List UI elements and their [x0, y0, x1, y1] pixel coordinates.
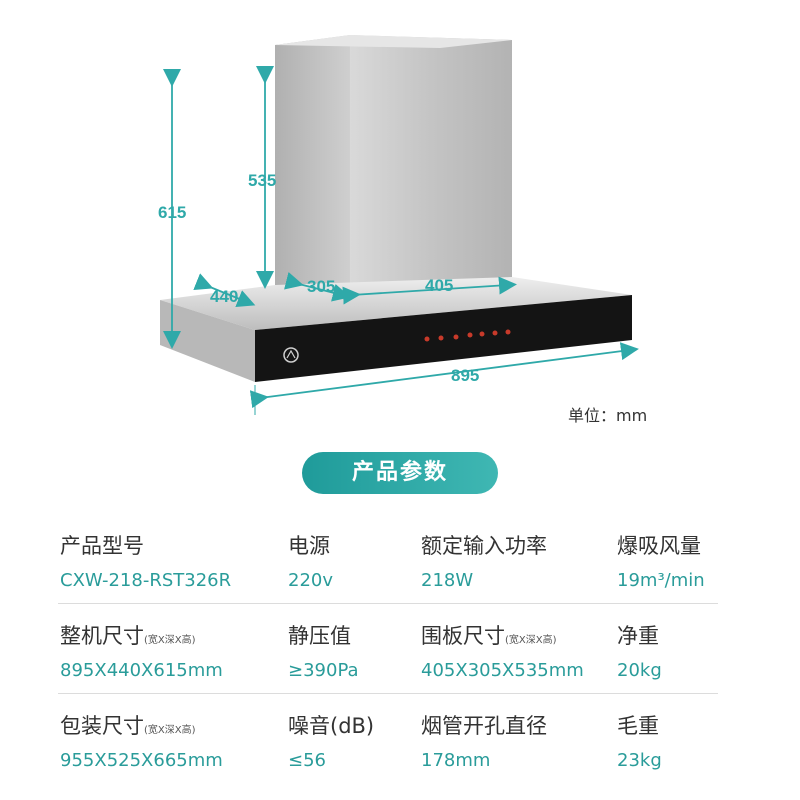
divider: [58, 603, 718, 604]
divider: [58, 693, 718, 694]
param-value: ≤56: [288, 750, 326, 771]
param-net-weight: 净重 20kg: [617, 620, 662, 681]
dim-chimney-depth: 305: [307, 277, 336, 296]
param-label: 整机尺寸: [60, 624, 144, 648]
param-noise: 噪音(dB) ≤56: [288, 710, 374, 771]
dim-height-total: 615: [158, 203, 187, 222]
param-value: 218W: [421, 570, 474, 591]
param-value: 405X305X535mm: [421, 660, 584, 681]
param-label: 噪音(dB): [288, 714, 375, 738]
dim-chimney-width: 405: [425, 276, 454, 295]
param-value: 955X525X665mm: [60, 750, 223, 771]
param-label: 电源: [288, 534, 330, 558]
param-sub: (宽X深X高): [505, 635, 557, 646]
param-value: 19m³/min: [617, 570, 705, 591]
param-label: 围板尺寸: [421, 624, 505, 648]
section-title: 产品参数: [302, 452, 498, 494]
param-value: 178mm: [421, 750, 491, 771]
param-sub: (宽X深X高): [144, 725, 196, 736]
param-gross-weight: 毛重 23kg: [617, 710, 662, 771]
dim-chimney-height: 535: [248, 171, 277, 190]
range-hood-illustration: [160, 35, 639, 415]
param-label: 包装尺寸: [60, 714, 144, 738]
arrow-440: [193, 273, 256, 307]
param-label: 爆吸风量: [617, 534, 701, 558]
param-panel-size: 围板尺寸(宽X深X高) 405X305X535mm: [421, 620, 584, 681]
hood-side: [160, 300, 255, 382]
param-label: 毛重: [617, 714, 659, 738]
param-air-volume: 爆吸风量 19m³/min: [617, 530, 705, 591]
param-label: 烟管开孔直径: [421, 714, 547, 738]
chimney-front: [350, 35, 512, 305]
param-value: 220v: [288, 570, 334, 591]
arrow-305: [284, 272, 351, 302]
range-hood-diagram: 615 535 440 305 405 895: [158, 35, 639, 415]
param-sub: (宽X深X高): [144, 635, 196, 646]
dim-width: 895: [451, 366, 480, 385]
param-power-supply: 电源 220v: [288, 530, 333, 591]
param-label: 产品型号: [60, 534, 144, 558]
unit-label: 单位：mm: [568, 406, 648, 425]
param-value: CXW-218-RST326R: [60, 570, 232, 591]
param-package-size: 包装尺寸(宽X深X高) 955X525X665mm: [60, 710, 223, 771]
param-value: 23kg: [617, 750, 662, 771]
param-value: ≥390Pa: [288, 660, 359, 681]
param-label: 静压值: [288, 624, 351, 648]
control-panel-buttons: [424, 329, 511, 342]
param-overall-size: 整机尺寸(宽X深X高) 895X440X615mm: [60, 620, 223, 681]
param-label: 净重: [617, 624, 659, 648]
param-static-pressure: 静压值 ≥390Pa: [288, 620, 359, 681]
param-value: 895X440X615mm: [60, 660, 223, 681]
param-value: 20kg: [617, 660, 662, 681]
chimney-side: [275, 35, 350, 305]
dim-depth: 440: [210, 287, 239, 306]
param-label: 额定输入功率: [421, 534, 547, 558]
arrow-895: [249, 342, 639, 409]
arrow-405: [342, 276, 517, 305]
param-duct-diameter: 烟管开孔直径 178mm: [421, 710, 547, 771]
param-model: 产品型号 CXW-218-RST326R: [60, 530, 231, 591]
chimney-top: [275, 35, 512, 48]
param-rated-power: 额定输入功率 218W: [421, 530, 547, 591]
